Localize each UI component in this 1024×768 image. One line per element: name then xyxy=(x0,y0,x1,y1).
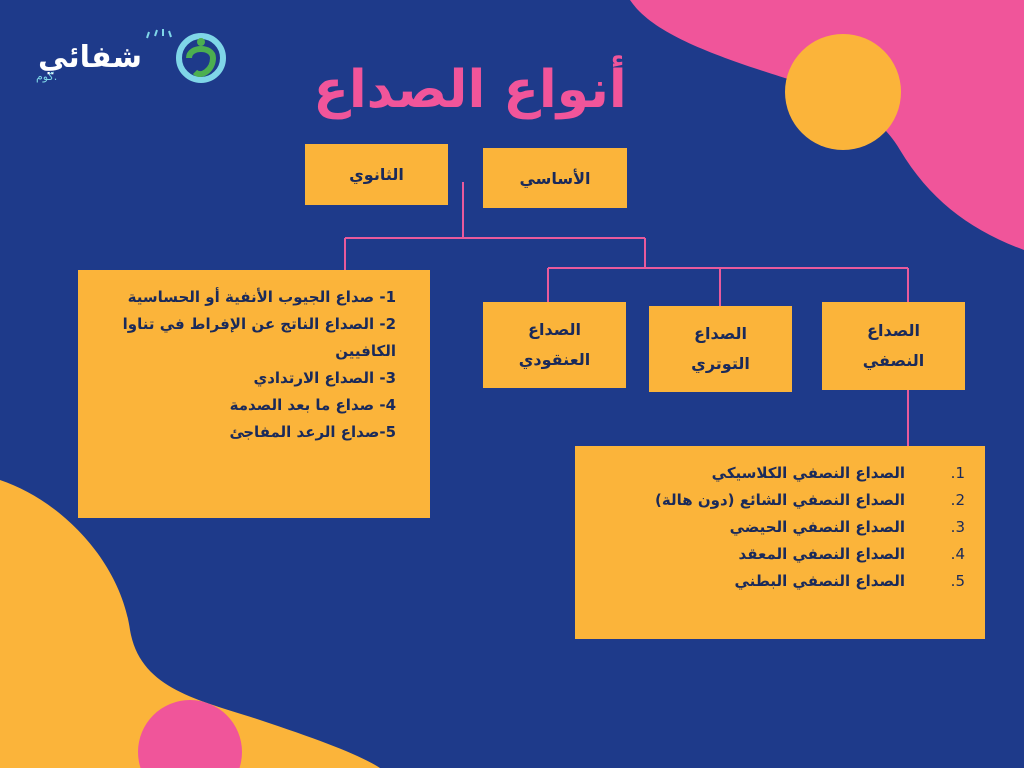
primary-type-tension: الصداع التوتري xyxy=(649,306,792,392)
migraine-type-text: الصداع النصفي الكلاسيكي xyxy=(711,464,905,482)
migraine-type-item: 4. الصداع النصفي المعقد xyxy=(591,541,965,568)
migraine-types-box: 1. الصداع النصفي الكلاسيكي 2. الصداع النصفي… xyxy=(575,446,985,639)
category-primary-label: الأساسي xyxy=(519,168,591,188)
migraine-types-list: 1. الصداع النصفي الكلاسيكي 2. الصداع النصفي… xyxy=(591,460,965,595)
secondary-type-item: 5-صداع الرعد المفاجئ xyxy=(229,423,397,441)
category-secondary: الثانوي xyxy=(305,144,448,205)
migraine-type-number: 2. xyxy=(950,491,965,509)
migraine-type-text: الصداع النصفي الشائع (دون هالة) xyxy=(655,491,905,509)
logo-suffix: .كوم xyxy=(36,70,58,83)
migraine-type-item: 1. الصداع النصفي الكلاسيكي xyxy=(591,460,965,487)
category-secondary-label: الثانوي xyxy=(349,165,404,184)
yellow-blob-bottom-left xyxy=(0,480,380,768)
pink-blob-top-right xyxy=(630,0,1024,250)
secondary-types-list: 1- صداع الجيوب الأنفية أو الحساسية 2- الص… xyxy=(96,284,396,446)
primary-type-cluster: الصداع العنقودي xyxy=(483,302,626,388)
logo-wordmark: شفائي xyxy=(38,40,142,75)
category-primary: الأساسي xyxy=(483,148,627,208)
page-title: أنواع الصداع xyxy=(313,60,627,120)
primary-type-migraine: الصداع النصفي xyxy=(822,302,965,390)
primary-type-tension-label: الصداع التوتري xyxy=(691,324,750,373)
secondary-type-item: 4- صداع ما بعد الصدمة xyxy=(229,396,396,414)
connector-lines xyxy=(344,182,909,446)
migraine-type-number: 1. xyxy=(950,464,965,482)
primary-type-migraine-label: الصداع النصفي xyxy=(862,321,925,370)
logo-icon xyxy=(146,29,226,83)
migraine-type-text: الصداع النصفي الحيضي xyxy=(729,518,905,536)
secondary-type-item: 2- الصداع الناتج عن الإفراط في تناوا الك… xyxy=(122,315,396,360)
secondary-types-box: 1- صداع الجيوب الأنفية أو الحساسية 2- الص… xyxy=(78,270,430,518)
migraine-type-text: الصداع النصفي المعقد xyxy=(738,545,905,563)
migraine-type-number: 5. xyxy=(950,572,965,590)
secondary-type-item: 3- الصداع الارتدادي xyxy=(253,369,396,387)
migraine-type-item: 5. الصداع النصفي البطني xyxy=(591,568,965,595)
migraine-type-text: الصداع النصفي البطني xyxy=(734,572,905,590)
migraine-type-item: 3. الصداع النصفي الحيضي xyxy=(591,514,965,541)
secondary-type-item: 1- صداع الجيوب الأنفية أو الحساسية xyxy=(127,288,396,306)
migraine-type-item: 2. الصداع النصفي الشائع (دون هالة) xyxy=(591,487,965,514)
primary-type-cluster-label: الصداع العنقودي xyxy=(518,320,591,369)
migraine-type-number: 4. xyxy=(950,545,965,563)
migraine-type-number: 3. xyxy=(950,518,965,536)
pink-circle-bottom-left xyxy=(138,700,242,768)
yellow-circle-top-right xyxy=(785,34,901,150)
